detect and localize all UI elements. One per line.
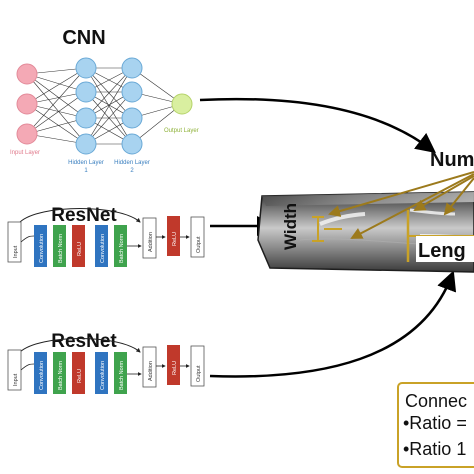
batch-norm-label: Batch Norm: [119, 234, 125, 263]
convolution-box: [34, 225, 47, 267]
relu-box: [167, 216, 180, 256]
convolution-label: Convolution: [100, 234, 106, 263]
relu-box: [72, 225, 85, 267]
relu-label: ReLU: [172, 361, 178, 375]
legend-title: Connec: [405, 391, 467, 411]
input-label: Input: [13, 245, 19, 258]
batch-norm-box: [114, 352, 127, 394]
skip-connection: [19, 208, 141, 223]
convolution-label: Convolution: [100, 361, 106, 390]
output-layer-label: Output Layer: [164, 128, 199, 134]
resnet2-to-length-arrow: [209, 270, 457, 378]
legend-border: [397, 382, 474, 468]
addition-label: Addition: [148, 361, 154, 381]
input-node: [16, 63, 38, 85]
legend-box: Connec •Ratio = •Ratio 1: [397, 382, 474, 468]
cnn-title: CNN: [62, 27, 105, 49]
relu-label: ReLU: [172, 232, 178, 246]
hidden-node: [121, 107, 143, 129]
cnn-section: CNN: [10, 27, 199, 174]
resnet-2-title: ResNet: [51, 331, 117, 352]
length-label: Leng: [418, 240, 466, 262]
specimen-image: Width Leng: [257, 171, 474, 273]
relu-label: ReLU: [77, 369, 83, 383]
hidden-node: [75, 57, 97, 79]
hidden-layer-2-label: Hidden Layer: [114, 160, 150, 166]
output-label: Output: [196, 236, 202, 253]
hidden-node: [75, 107, 97, 129]
output-label: Output: [196, 365, 202, 382]
length-label-bg: [416, 236, 474, 262]
hidden-layer-2-num: 2: [130, 168, 134, 174]
cnn-input-nodes: [16, 63, 38, 145]
output-box: [190, 345, 205, 387]
input-layer-label: Input Layer: [10, 150, 40, 156]
cnn-hidden1-nodes: [75, 57, 97, 155]
number-label: Num: [430, 149, 474, 171]
resnet-block-1: ResNet Input Convolution Batch Norm ReLU…: [7, 205, 205, 267]
legend-item: •Ratio 1: [403, 439, 466, 459]
relu-box: [167, 345, 180, 385]
addition-label: Addition: [148, 232, 154, 252]
convolution-box: [95, 225, 108, 267]
batch-norm-label: Batch Norm: [58, 234, 64, 263]
legend-item: •Ratio =: [403, 413, 467, 433]
batch-norm-label: Batch Norm: [58, 361, 64, 390]
specimen-crack: [319, 212, 366, 226]
batch-norm-box: [53, 352, 66, 394]
hidden-node: [121, 81, 143, 103]
width-label: Width: [281, 203, 300, 250]
addition-box: [142, 217, 157, 259]
convolution-label: Convolution: [39, 361, 45, 390]
input-node: [16, 93, 38, 115]
batch-norm-label: Batch Norm: [119, 361, 125, 390]
skip-connection: [19, 338, 141, 353]
convolution-box: [34, 352, 47, 394]
convolution-label: Convolution: [39, 234, 45, 263]
hidden-node: [121, 57, 143, 79]
output-box: [190, 216, 205, 258]
resnet-block-2: ResNet Input Convolution Batch Norm ReLU…: [7, 331, 205, 394]
hidden-layer-1-num: 1: [84, 168, 88, 174]
addition-box: [142, 346, 157, 388]
cnn-connections: [26, 67, 183, 145]
relu-label: ReLU: [77, 242, 83, 256]
hidden-node: [75, 81, 97, 103]
hidden-node: [75, 133, 97, 155]
input-label: Input: [13, 373, 19, 386]
hidden-layer-1-label: Hidden Layer: [68, 160, 104, 166]
output-node: [171, 93, 193, 115]
hidden-node: [121, 133, 143, 155]
convolution-box: [95, 352, 108, 394]
input-node: [16, 123, 38, 145]
relu-box: [72, 352, 85, 394]
cnn-to-number-arrow: [199, 97, 436, 154]
cnn-hidden2-nodes: [121, 57, 143, 155]
resnet-1-title: ResNet: [51, 205, 117, 226]
batch-norm-box: [53, 225, 66, 267]
number-pointer-arrows: [328, 171, 474, 239]
batch-norm-box: [114, 225, 127, 267]
